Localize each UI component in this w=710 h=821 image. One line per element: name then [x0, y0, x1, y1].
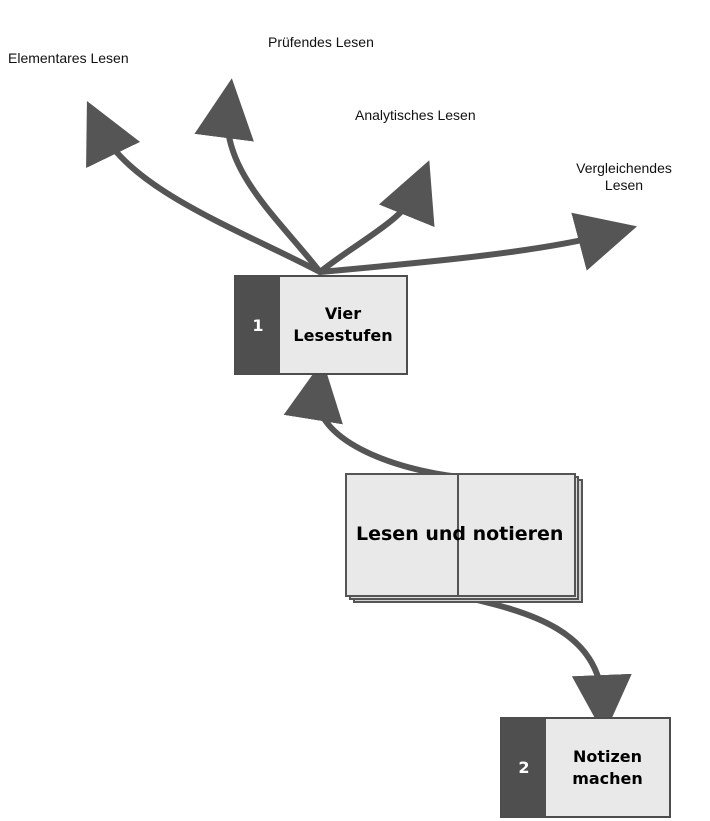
node-2-title-line2: machen: [572, 768, 643, 788]
label-comparative-reading: Vergleichendes Lesen: [565, 160, 683, 194]
label-comparative-reading-line1: Vergleichendes: [576, 160, 672, 176]
label-elementary-reading: Elementares Lesen: [8, 50, 129, 66]
node-2-title-line1: Notizen: [572, 746, 643, 766]
book-title: Lesen und notieren: [356, 523, 564, 545]
arrow-to-comparative: [317, 212, 638, 275]
node-2-number: 2: [502, 719, 546, 816]
book-icon: [345, 473, 583, 603]
arrow-book-to-node1: [283, 360, 463, 480]
node-1-number: 1: [236, 277, 280, 373]
label-inspectional-reading: Prüfendes Lesen: [268, 34, 374, 50]
arrow-to-analytical: [317, 160, 435, 275]
node-1-title: Vier Lesestufen: [280, 277, 406, 373]
node-2-title: Notizen machen: [546, 719, 669, 816]
node-1-title-line2: Lesestufen: [293, 326, 393, 345]
arrow-book-to-node2: [457, 593, 632, 735]
node-1-title-line1: Vier: [324, 304, 362, 323]
arrow-to-inspectional: [194, 78, 323, 275]
label-analytical-reading: Analytisches Lesen: [355, 107, 476, 123]
arrow-to-elementary: [86, 101, 323, 275]
node-notizen-machen: 2 Notizen machen: [500, 717, 671, 818]
node-vier-lesestufen: 1 Vier Lesestufen: [234, 275, 408, 375]
label-comparative-reading-line2: Lesen: [604, 177, 644, 193]
